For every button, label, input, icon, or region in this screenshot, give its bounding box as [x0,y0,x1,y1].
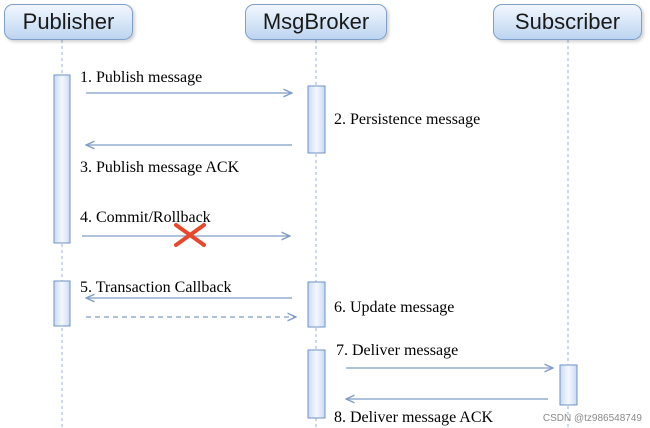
label-publish-message: 1. Publish message [80,69,203,86]
label-persistence-message: 2. Persistence message [334,111,481,128]
label-transaction-callback: 5. Transaction Callback [80,279,232,296]
label-publish-ack: 3. Publish message ACK [80,159,240,176]
label-deliver-ack: 8. Deliver message ACK [334,409,494,426]
watermark: CSDN @tz986548749 [542,413,642,424]
publisher-activation-2 [53,280,71,327]
label-update-message: 6. Update message [334,299,455,316]
publisher-activation-1 [53,74,71,244]
participant-publisher: Publisher [4,4,133,40]
label-commit-rollback: 4. Commit/Rollback [80,209,211,226]
participant-msgbroker: MsgBroker [245,4,387,40]
participant-subscriber: Subscriber [493,4,642,40]
broker-activation-1 [307,85,326,154]
red-x-icon [174,223,206,247]
subscriber-activation [559,364,578,406]
label-deliver-message: 7. Deliver message [336,342,459,359]
broker-activation-3 [307,349,326,419]
broker-activation-2 [307,281,326,328]
